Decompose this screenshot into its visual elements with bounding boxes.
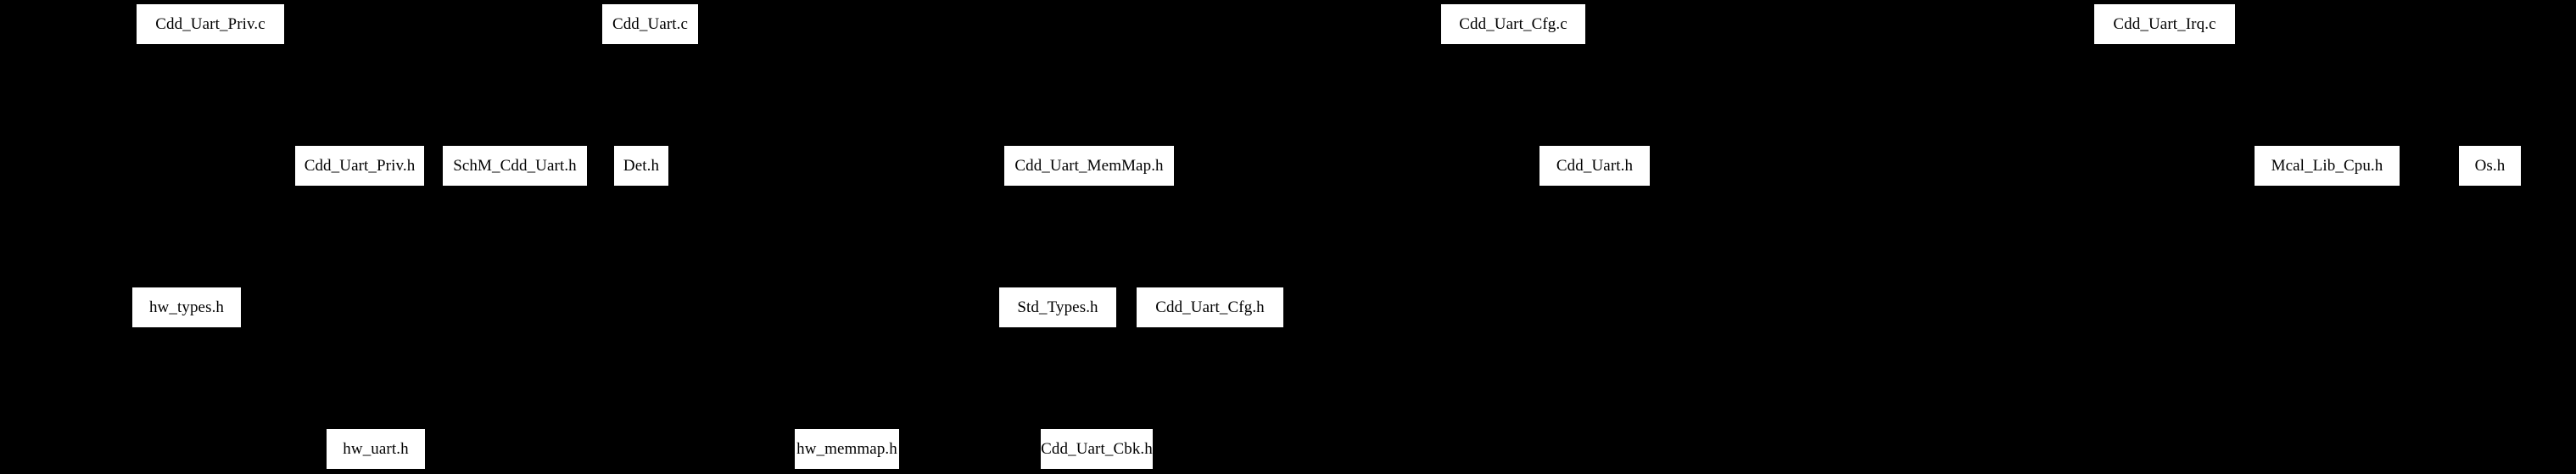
graph-node-det-h[interactable]: Det.h <box>614 146 668 186</box>
graph-node-label: hw_memmap.h <box>796 440 897 458</box>
graph-edge-cdd-uart-priv-c-to-cdd-uart-priv-h <box>210 43 360 147</box>
graph-edge-cdd-uart-c-to-cdd-uart-priv-h <box>359 43 651 147</box>
graph-node-label: Cdd_Uart_MemMap.h <box>1014 157 1164 175</box>
graph-node-cdd-uart-cfg-c[interactable]: Cdd_Uart_Cfg.c <box>1441 4 1585 44</box>
graph-node-label: hw_uart.h <box>343 440 409 458</box>
graph-edge-cdd-uart-priv-h-to-hw-types-h <box>186 185 360 288</box>
graph-node-mcal-lib-cpu-h[interactable]: Mcal_Lib_Cpu.h <box>2255 146 2400 186</box>
graph-edge-cdd-uart-priv-h-to-hw-uart-h <box>359 185 377 430</box>
graph-edge-cdd-uart-priv-c-to-hw-types-h <box>186 43 211 288</box>
graph-node-label: Cdd_Uart_Cfg.c <box>1459 15 1567 33</box>
graph-node-hw-types-h[interactable]: hw_types.h <box>132 287 241 327</box>
graph-edge-cdd-uart-irq-c-to-cdd-uart-h <box>1594 43 2165 147</box>
graph-node-cdd-uart-priv-c[interactable]: Cdd_Uart_Priv.c <box>137 4 284 44</box>
graph-edge-cdd-uart-cfg-h-to-cdd-uart-cbk-h <box>1096 326 1210 430</box>
graph-node-os-h[interactable]: Os.h <box>2459 146 2521 186</box>
graph-node-label: Cdd_Uart_Cfg.h <box>1155 298 1265 316</box>
graph-node-cdd-uart-irq-c[interactable]: Cdd_Uart_Irq.c <box>2094 4 2235 44</box>
graph-node-label: Cdd_Uart_Irq.c <box>2113 15 2216 33</box>
graph-node-cdd-uart-h[interactable]: Cdd_Uart.h <box>1539 146 1650 186</box>
graph-edge-cdd-uart-h-to-cdd-uart-cfg-h <box>1210 185 1595 288</box>
graph-node-cdd-uart-cbk-h[interactable]: Cdd_Uart_Cbk.h <box>1041 429 1153 469</box>
graph-edge-cdd-uart-h-to-std-types-h <box>1057 185 1595 288</box>
graph-node-cdd-uart-cfg-h[interactable]: Cdd_Uart_Cfg.h <box>1137 287 1283 327</box>
graph-node-label: Det.h <box>623 157 660 175</box>
graph-node-cdd-uart-c[interactable]: Cdd_Uart.c <box>602 4 698 44</box>
graph-node-label: hw_types.h <box>148 298 225 316</box>
graph-edge-cdd-uart-irq-c-to-os-h <box>2164 43 2490 147</box>
graph-node-label: Cdd_Uart_Priv.h <box>304 157 416 175</box>
graph-edge-cdd-uart-cfg-c-to-cdd-uart-memmap-h <box>1088 43 1514 147</box>
graph-node-label: Os.h <box>2474 157 2506 175</box>
graph-node-std-types-h[interactable]: Std_Types.h <box>999 287 1116 327</box>
graph-node-label: Mcal_Lib_Cpu.h <box>2271 157 2383 175</box>
graph-node-hw-memmap-h[interactable]: hw_memmap.h <box>795 429 899 469</box>
graph-node-cdd-uart-priv-h[interactable]: Cdd_Uart_Priv.h <box>295 146 424 186</box>
graph-node-schm-cdd-uart-h[interactable]: SchM_Cdd_Uart.h <box>443 146 587 186</box>
graph-edge-cdd-uart-c-to-schm-cdd-uart-h <box>514 43 651 147</box>
graph-edge-cdd-uart-c-to-cdd-uart-memmap-h <box>650 43 1090 147</box>
graph-node-label: Std_Types.h <box>1017 298 1098 316</box>
graph-node-label: SchM_Cdd_Uart.h <box>453 157 577 175</box>
graph-node-label: Cdd_Uart_Cbk.h <box>1041 440 1153 458</box>
graph-node-label: Cdd_Uart_Priv.c <box>155 15 265 33</box>
graph-edge-cdd-uart-irq-c-to-mcal-lib-cpu-h <box>2164 43 2327 147</box>
graph-node-label: Cdd_Uart.c <box>612 15 689 33</box>
graph-node-hw-uart-h[interactable]: hw_uart.h <box>327 429 425 469</box>
graph-edge-cdd-uart-cfg-c-to-cdd-uart-h <box>1512 43 1595 147</box>
graph-edge-cdd-uart-c-to-det-h <box>640 43 651 147</box>
graph-node-cdd-uart-memmap-h[interactable]: Cdd_Uart_MemMap.h <box>1004 146 1174 186</box>
graph-node-label: Cdd_Uart.h <box>1556 157 1634 175</box>
